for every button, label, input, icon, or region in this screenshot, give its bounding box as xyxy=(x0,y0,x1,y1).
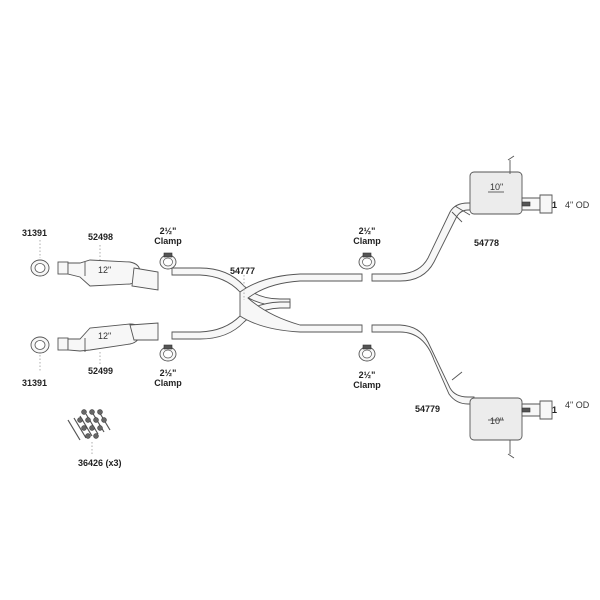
muffler-length-top: 10" xyxy=(490,182,504,192)
xpipe-54777 xyxy=(171,267,363,340)
part-label-31391-top: 31391 xyxy=(22,228,48,238)
hardware-kit-36426 xyxy=(67,409,111,455)
part-label-52498: 52498 xyxy=(88,232,114,242)
clamp-text: Clamp xyxy=(154,236,182,246)
clamp-label-right-top: 2½"Clamp xyxy=(353,226,381,246)
clamp-size: 2½" xyxy=(159,226,177,236)
tip-mark-top: 1 xyxy=(552,200,558,210)
clamp-left-bottom xyxy=(159,344,177,362)
muffler-length-bottom: 10" xyxy=(490,416,504,426)
tip-mark-bottom: 1 xyxy=(552,405,558,415)
resonator-length-top: 12" xyxy=(98,265,112,275)
clamp-right-top xyxy=(358,252,376,270)
clamp-label-left-top: 2½"Clamp xyxy=(154,226,182,246)
resonator-length-bottom: 12" xyxy=(98,331,112,341)
tip-od-top: 4" OD xyxy=(565,200,590,210)
gasket-31391-bottom xyxy=(30,336,50,372)
part-label-52499: 52499 xyxy=(88,366,114,376)
clamp-text: Clamp xyxy=(353,236,381,246)
hardware-quantity: (x3) xyxy=(105,458,122,468)
clamp-right-bottom xyxy=(358,344,376,362)
clamp-left-top xyxy=(159,252,177,270)
clamp-label-left-bottom: 2½"Clamp xyxy=(154,368,182,388)
muffler-54779 xyxy=(469,397,553,459)
resonator-52498 xyxy=(57,245,159,291)
clamp-size: 2½" xyxy=(159,368,177,378)
clamp-size: 2½" xyxy=(358,370,376,380)
part-label-36426: 36426 (x3) xyxy=(78,458,122,468)
part-label-54778: 54778 xyxy=(474,238,500,248)
part-label-54779: 54779 xyxy=(415,404,441,414)
rear-pipe-54779 xyxy=(371,324,475,405)
muffler-54778 xyxy=(469,155,553,215)
rear-pipe-54778 xyxy=(371,202,475,282)
gasket-31391-top xyxy=(30,240,50,277)
part-label-31391-bottom: 31391 xyxy=(22,378,48,388)
clamp-label-right-bottom: 2½"Clamp xyxy=(353,370,381,390)
part-label-54777: 54777 xyxy=(230,266,256,276)
resonator-52499 xyxy=(57,322,159,365)
clamp-text: Clamp xyxy=(353,380,381,390)
clamp-text: Clamp xyxy=(154,378,182,388)
clamp-size: 2½" xyxy=(358,226,376,236)
hardware-part-number: 36426 xyxy=(78,458,104,468)
tip-od-bottom: 4" OD xyxy=(565,400,590,410)
